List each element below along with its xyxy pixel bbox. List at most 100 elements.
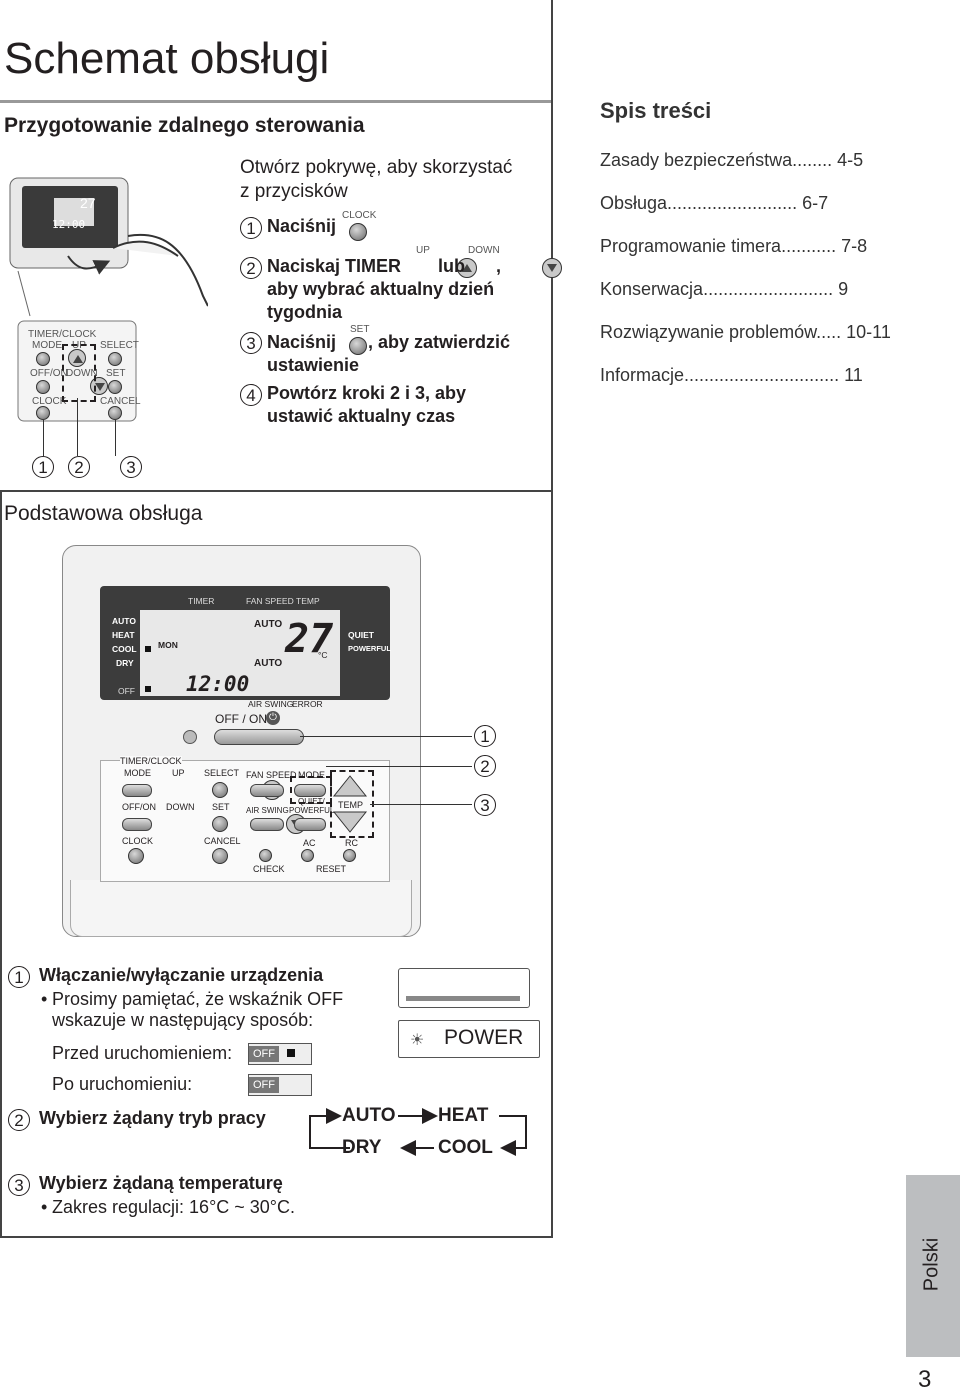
rc-button[interactable] [343,849,356,862]
mode-heat-label: HEAT [112,630,135,640]
item2-number: 2 [8,1109,30,1131]
label-offon-small: OFF/ON [30,368,68,379]
item1-bullet-line1: Prosimy pamiętać, że wskaźnik OFF [52,989,344,1009]
lcd-label-fanspeed: FAN SPEED [246,596,294,606]
set-button[interactable] [212,816,228,832]
step2-number: 2 [240,257,262,279]
offon-button-small[interactable] [36,380,50,394]
toc-item[interactable]: Rozwiązywanie problemów..... 10-11 [600,322,891,342]
label-set-small: SET [106,368,126,379]
mode-auto: AUTO [342,1105,396,1126]
mode-auto-label: AUTO [112,616,136,626]
language-tab-label: Polski [920,1237,943,1292]
btn-label-up: UP [172,768,185,778]
item1-heading: Włączanie/wyłączanie urządzenia [39,965,324,985]
btn-label-check: CHECK [253,864,285,874]
select-button-small[interactable] [108,352,122,366]
step3-line2: ustawienie [267,355,360,375]
item3-number: 3 [8,1174,30,1196]
step2-up-icon [456,258,477,278]
item2-heading: Wybierz żądany tryb pracy [39,1108,266,1128]
highlight-dashed-small [62,344,96,402]
btn-label-temp: TEMP [338,800,364,810]
clock-button-small[interactable] [36,406,50,420]
label-timer-clock-small: TIMER/CLOCK [28,329,97,340]
mode-heat: HEAT [438,1105,489,1126]
toc-item[interactable]: Programowanie timera........... 7-8 [600,236,868,256]
item3-bullet-dot: • [41,1197,48,1217]
mode-button-right[interactable] [294,784,326,797]
quiet-powerful-button[interactable] [294,818,326,831]
lcd-fan-auto-2: AUTO [254,658,283,669]
callout-3-basic: 3 [474,794,496,816]
air-swing-label: AIR SWING [248,699,294,709]
air-swing-button[interactable] [250,818,284,831]
up-button-small[interactable] [68,349,86,367]
offon-main-button[interactable] [214,729,304,745]
item1-number: 1 [8,966,30,988]
step2-text-a: Naciskaj TIMER [267,256,402,276]
toc-item[interactable]: Informacje..............................… [600,365,863,385]
toc-item[interactable]: Obsługa.......................... 6-7 [600,193,829,213]
clock-button[interactable] [128,848,144,864]
indicator-lamp [183,730,197,744]
page-border-left [0,490,2,1238]
item1-bullet-dot: • [41,989,48,1009]
label-mode-small: MODE [32,340,62,351]
lcd-time-small: 12:00 [52,218,86,231]
power-label: POWER [444,1026,524,1049]
lcd-temp-small: 27 [80,195,96,211]
mode-button-small[interactable] [36,352,50,366]
lcd-time: 12:00 [186,672,250,696]
power-indicator-box [398,1020,540,1058]
indoor-unit-illustration [398,968,530,1008]
prep-intro-2: z przycisków [240,181,348,202]
step4-number: 4 [240,384,262,406]
btn-label-quiet: QUIET/ [298,797,325,806]
prep-remote-illustration [8,176,209,431]
lcd-screen [140,610,340,696]
item1-bullet-line2: wskazuje w następujący sposób: [52,1010,314,1030]
temp-down-button[interactable] [332,811,368,833]
callout-1-prep: 1 [32,456,54,478]
toc-item[interactable]: Zasady bezpieczeństwa........ 4-5 [600,150,864,170]
lcd-day: MON [158,640,178,650]
cancel-button[interactable] [212,848,228,864]
callout-line-1 [43,420,44,456]
offon-label: OFF / ON [215,712,267,726]
step3-set-button[interactable] [349,337,367,355]
cancel-button-small[interactable] [108,406,122,420]
step2-text-c: , [496,256,502,276]
ac-button[interactable] [301,849,314,862]
select-button[interactable] [212,782,228,798]
btn-label-mode2: MODE [298,770,325,780]
fan-speed-button[interactable] [250,784,284,797]
step3-set-label: SET [350,324,370,335]
language-tab: Polski [906,1175,960,1357]
lcd-off-indicator [145,686,151,692]
off-indicator-before: OFF [248,1043,312,1065]
btn-label-offon: OFF/ON [122,802,156,812]
set-button-small[interactable] [108,380,122,394]
label-cancel-small: CANCEL [100,396,141,407]
step2-down-label: DOWN [468,245,500,256]
lcd-label-timer: TIMER [188,596,215,606]
before-start-label: Przed uruchomieniem: [52,1043,233,1063]
mode-button[interactable] [122,784,152,797]
temp-up-button[interactable] [332,775,368,797]
lcd-label-temp: TEMP [296,596,320,606]
offon-button[interactable] [122,818,152,831]
step1-number: 1 [240,217,262,239]
check-button[interactable] [259,849,272,862]
step1-clock-button[interactable] [349,223,367,241]
mode-dry-label: DRY [116,658,134,668]
page-title: Schemat obsługi [4,34,330,83]
step1-text: Naciśnij [267,216,337,236]
remote-hand-drawing [9,177,209,422]
off-indicator-after: OFF [248,1074,312,1096]
mode-dry: DRY [342,1137,382,1158]
toc-item[interactable]: Konserwacja.......................... 9 [600,279,849,299]
temp-buttons [332,775,368,833]
callout-line-basic-3 [370,804,472,805]
prep-intro-1: Otwórz pokrywę, aby skorzystać [240,157,513,178]
